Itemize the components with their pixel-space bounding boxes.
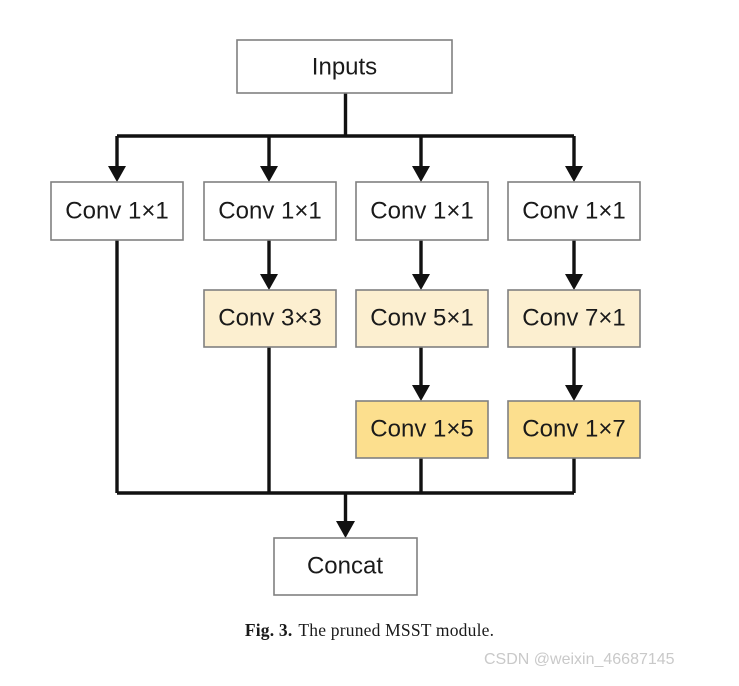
watermark-label: CSDN @weixin_46687145 [484,651,675,668]
arrowhead-b4-s2 [565,274,583,290]
node-branch-4-stage-3-label: Conv 1×7 [522,415,625,442]
arrowhead-fanout-1 [108,166,126,182]
node-branch-4-stage-2: Conv 7×1 [507,289,641,348]
node-branch-3-stage-3-label: Conv 1×5 [370,415,473,442]
node-branch-2-stage-1-label: Conv 1×1 [218,197,321,224]
figure-number: Fig. 3. [244,620,293,640]
arrowhead-b2-s2 [260,274,278,290]
node-concat-label: Concat [307,552,383,579]
node-branch-4-stage-2-label: Conv 7×1 [522,304,625,331]
arrowhead-fanout-3 [412,166,430,182]
node-concat: Concat [273,537,418,596]
node-branch-4-stage-3: Conv 1×7 [507,400,641,459]
node-branch-1-stage-1: Conv 1×1 [50,181,184,241]
node-branch-3-stage-1-label: Conv 1×1 [370,197,473,224]
node-inputs: Inputs [236,39,453,94]
node-branch-2-stage-2-box [203,289,337,348]
arrowhead-b3-s2 [412,274,430,290]
node-branch-2-stage-2: Conv 3×3 [203,289,337,348]
arrowhead-fanout-4 [565,166,583,182]
arrowhead-fanout-2 [260,166,278,182]
node-branch-2-stage-2-label: Conv 3×3 [218,304,321,331]
node-branch-1-stage-1-label: Conv 1×1 [65,197,168,224]
connector-layer [108,93,583,538]
figure-caption-text: The pruned MSST module. [298,620,495,640]
node-branch-3-stage-2-label: Conv 5×1 [370,304,473,331]
node-branch-1-stage-1-box [50,181,184,241]
node-branch-4-stage-1-box [507,181,641,241]
node-branch-4-stage-1-label: Conv 1×1 [522,197,625,224]
node-branch-4-stage-2-box [507,289,641,348]
node-branch-4-stage-1: Conv 1×1 [507,181,641,241]
node-branch-3-stage-2: Conv 5×1 [355,289,489,348]
figure-caption: Fig. 3.The pruned MSST module. [0,620,739,641]
node-branch-4-stage-3-box [507,400,641,459]
node-branch-3-stage-3-box [355,400,489,459]
node-branch-3-stage-2-box [355,289,489,348]
node-branch-3-stage-1-box [355,181,489,241]
arrowhead-b3-s3 [412,385,430,401]
arrowhead-b4-s3 [565,385,583,401]
arrowhead-concat [336,521,355,538]
node-concat-box [273,537,418,596]
node-branch-2-stage-1-box [203,181,337,241]
node-branch-2-stage-1: Conv 1×1 [203,181,337,241]
node-branch-3-stage-1: Conv 1×1 [355,181,489,241]
node-inputs-box [236,39,453,94]
node-branch-3-stage-3: Conv 1×5 [355,400,489,459]
node-inputs-label: Inputs [312,53,377,80]
